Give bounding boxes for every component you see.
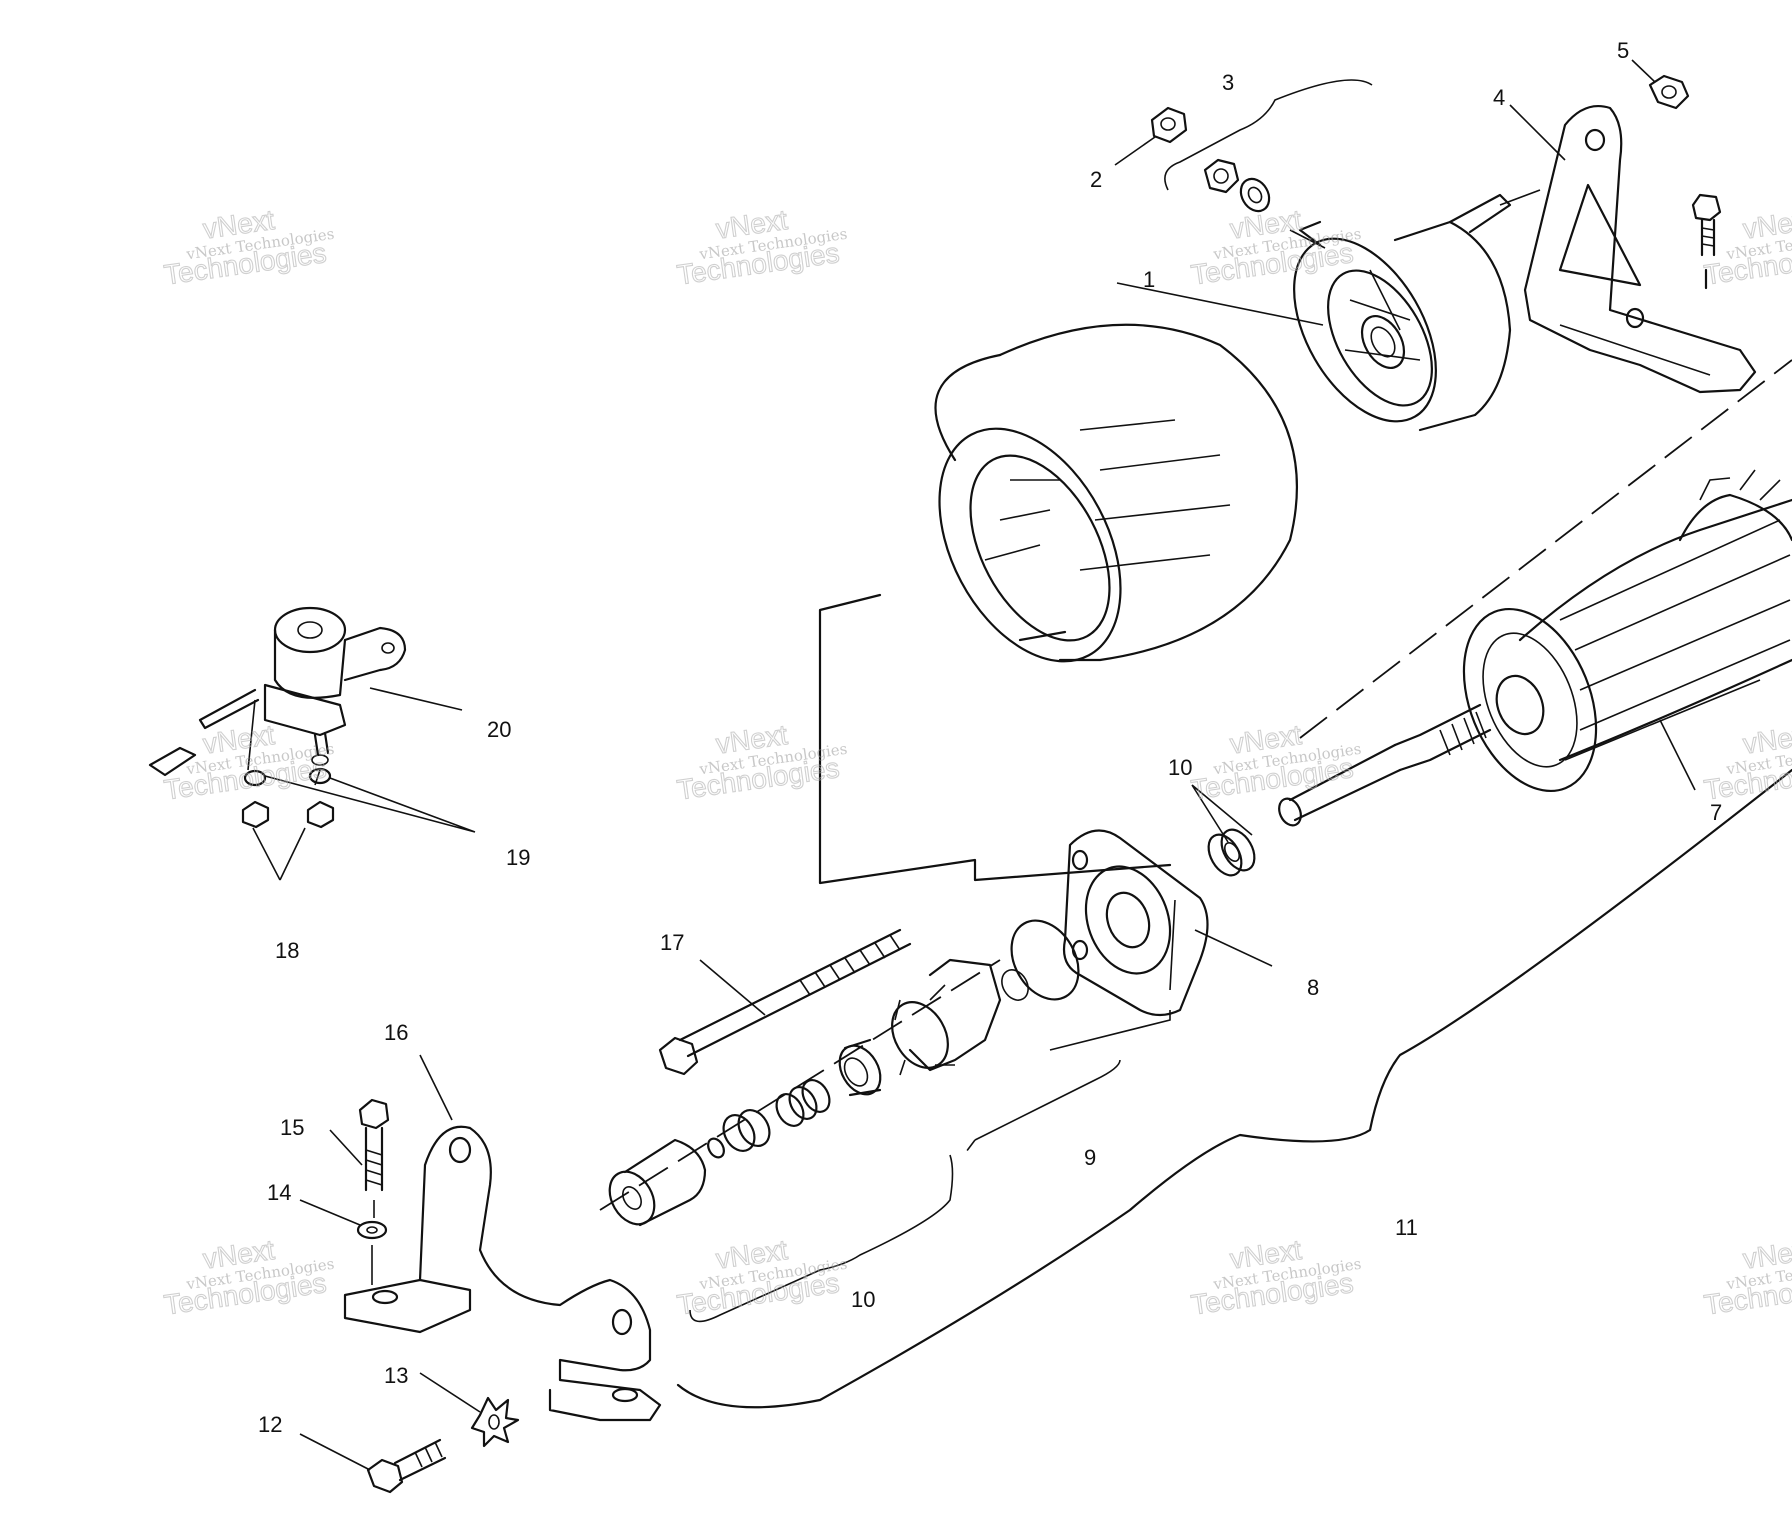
assembly-guide-line <box>818 593 1172 885</box>
callout-20: 20 <box>487 717 511 742</box>
callout-13: 13 <box>384 1363 408 1388</box>
watermark-bottom-right: vNext vNext Technologies Technologies <box>1189 1233 1363 1321</box>
part-5-flange-nut <box>1648 74 1690 110</box>
part-17-through-bolt <box>658 928 912 1076</box>
part-19-washers <box>243 767 332 787</box>
watermark-bottom-center: vNext vNext Technologies Technologies <box>675 1233 849 1321</box>
callout-14: 14 <box>267 1180 291 1205</box>
callout-1: 1 <box>1143 267 1155 292</box>
drive-bushing <box>608 1138 707 1227</box>
watermark-mid-right: vNext vNext Technologies Technologies <box>1189 718 1363 806</box>
group-9-bracket <box>966 1059 1121 1151</box>
callout-17: 17 <box>660 930 684 955</box>
watermark-mid-left: vNext vNext Technologies Technologies <box>162 718 336 806</box>
group-10-lower-bracket <box>689 1154 954 1323</box>
watermark-top-center: vNext vNext Technologies Technologies <box>675 203 849 291</box>
watermark-top-edge-right: vNext vNext Technologies Technologies <box>1702 203 1792 291</box>
watermark-mid-center: vNext vNext Technologies Technologies <box>675 718 849 806</box>
callout-10-lower: 10 <box>851 1287 875 1312</box>
part-10-thrust-washers <box>1207 828 1256 877</box>
callout-11: 11 <box>1395 1215 1418 1240</box>
leader-lines <box>252 59 1696 1471</box>
part-16-support-bracket <box>343 1125 662 1422</box>
callout-8: 8 <box>1307 975 1319 1000</box>
group-3-bracket <box>1164 79 1373 191</box>
part-15-bolt <box>358 1098 390 1218</box>
callout-12: 12 <box>258 1412 282 1437</box>
watermark-bottom-edge-right: vNext vNext Technologies Technologies <box>1702 1233 1792 1321</box>
callout-5: 5 <box>1617 38 1629 63</box>
part-13-star-washer <box>470 1396 520 1448</box>
part-12-bolt <box>366 1438 447 1494</box>
lower-center-axis-line <box>599 959 1001 1211</box>
callout-2: 2 <box>1090 167 1102 192</box>
drive-springs <box>707 1079 831 1159</box>
callout-18: 18 <box>275 938 299 963</box>
callout-16: 16 <box>384 1020 408 1045</box>
callout-7: 7 <box>1710 800 1722 825</box>
part-8-drive-end-plate <box>1062 829 1209 1017</box>
part-4-bracket <box>1523 104 1757 394</box>
center-axis-line <box>1299 359 1792 739</box>
field-housing <box>934 323 1298 663</box>
bracket-cap-screw <box>1691 193 1722 290</box>
watermark-top-left: vNext vNext Technologies Technologies <box>162 203 336 291</box>
part-7-armature <box>1278 469 1792 827</box>
callout-3: 3 <box>1222 70 1234 95</box>
part-18-nuts <box>241 800 335 829</box>
part-1-end-cap <box>1293 189 1541 432</box>
assembly-guide-line-lower <box>1049 1010 1171 1051</box>
callout-10-upper: 10 <box>1168 755 1192 780</box>
callout-15: 15 <box>280 1115 304 1140</box>
watermark-mid-edge-right: vNext vNext Technologies Technologies <box>1702 718 1792 806</box>
part-2-hex-nut <box>1150 106 1188 144</box>
watermark-bottom-left: vNext vNext Technologies Technologies <box>162 1233 336 1321</box>
part-9-starter-drive <box>838 919 1080 1097</box>
part-3-nut-washer <box>1203 158 1326 249</box>
part-14-washer <box>356 1220 388 1285</box>
part-20-solenoid <box>148 606 407 786</box>
callout-19: 19 <box>506 845 530 870</box>
part-11-bracket-brace <box>676 768 1792 1409</box>
callout-labels: 1 2 3 4 5 7 8 9 10 10 11 12 13 14 15 16 … <box>258 38 1722 1437</box>
callout-9: 9 <box>1084 1145 1096 1170</box>
callout-4: 4 <box>1493 85 1505 110</box>
